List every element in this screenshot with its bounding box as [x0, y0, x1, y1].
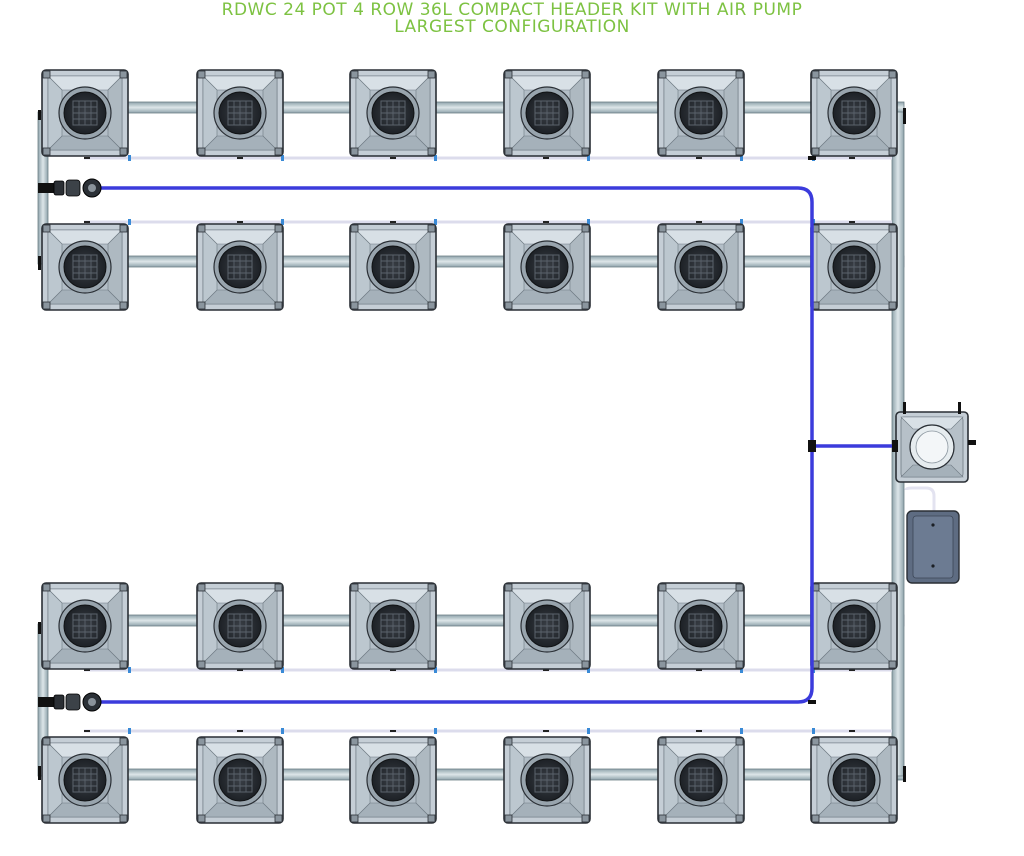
pot-clips	[84, 157, 855, 732]
pot-r1-c5	[657, 69, 745, 157]
air-line-tees	[808, 156, 816, 704]
pot-r3-c3	[349, 582, 437, 670]
pot-r1-c2	[196, 69, 284, 157]
end-brackets	[38, 108, 906, 782]
air-stone-icon	[38, 178, 102, 198]
diagram-title: RDWC 24 POT 4 ROW 36L COMPACT HEADER KIT…	[0, 2, 1024, 36]
pot-r3-c1	[41, 582, 129, 670]
title-line-1: RDWC 24 POT 4 ROW 36L COMPACT HEADER KIT…	[221, 0, 803, 20]
pot-r1-c4	[503, 69, 591, 157]
pot-r2-c4	[503, 223, 591, 311]
title-line-2: LARGEST CONFIGURATION	[394, 17, 630, 37]
pot-r1-c6	[810, 69, 898, 157]
pot-r4-c3	[349, 736, 437, 824]
pipework	[37, 101, 905, 781]
pot-r2-c3	[349, 223, 437, 311]
pot-r2-c1	[41, 223, 129, 311]
pot-r2-c6	[810, 223, 898, 311]
pot-r3-c6	[810, 582, 898, 670]
pot-r3-c5	[657, 582, 745, 670]
water-lines	[84, 156, 892, 733]
pot-r4-c6	[810, 736, 898, 824]
pot-r1-c1	[41, 69, 129, 157]
pot-r3-c2	[196, 582, 284, 670]
pot-r2-c2	[196, 223, 284, 311]
header-tank-icon	[892, 402, 976, 483]
pot-r2-c5	[657, 223, 745, 311]
pot-r4-c5	[657, 736, 745, 824]
pot-r1-c3	[349, 69, 437, 157]
air-stone-icon	[38, 692, 102, 712]
pump-tube	[904, 486, 936, 512]
pot-r4-c4	[503, 736, 591, 824]
pot-r4-c2	[196, 736, 284, 824]
pot-r4-c1	[41, 736, 129, 824]
air-pump-icon	[906, 510, 960, 584]
pot-r3-c4	[503, 582, 591, 670]
